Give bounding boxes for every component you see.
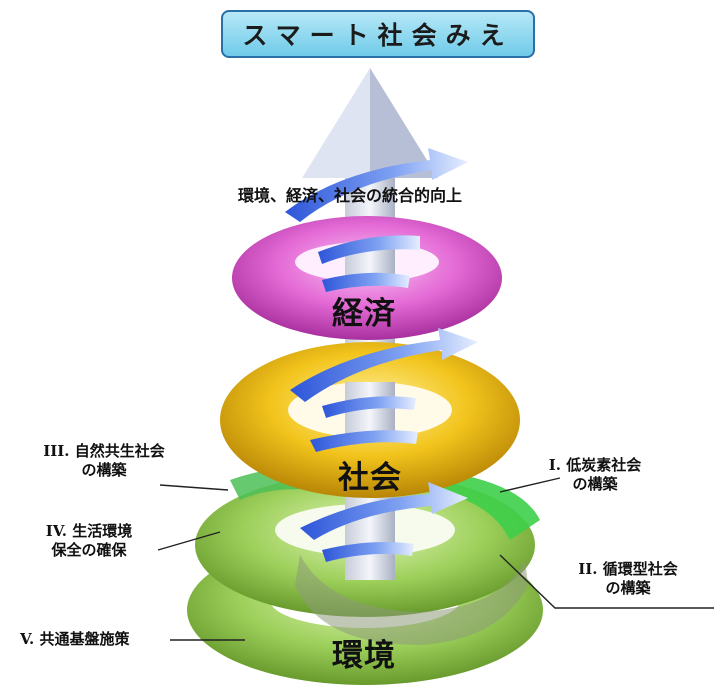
- pillar-4-label: IV. 生活環境 保全の確保: [14, 522, 164, 560]
- subtitle-label: 環境、経済、社会の統合的向上: [238, 186, 463, 205]
- leader-lines: [157, 477, 714, 641]
- pillar-2-line1: II. 循環型社会: [578, 560, 678, 578]
- society-label: 社会: [338, 460, 402, 496]
- economy-label: 経済: [332, 296, 396, 332]
- spiral-arrows: [285, 148, 478, 562]
- environment-label: 環境: [332, 638, 396, 674]
- pillar-1-label: I. 低炭素社会 の構築: [520, 456, 670, 494]
- pillar-4-line2: 保全の確保: [51, 540, 127, 559]
- pillar-1-line1: I. 低炭素社会: [548, 456, 642, 474]
- pillar-3-line2: の構築: [81, 460, 127, 479]
- page-title: スマート社会みえ: [242, 21, 514, 50]
- pillar-1-line2: の構築: [572, 474, 618, 493]
- pillar-5-label: V. 共通基盤施策: [20, 630, 130, 648]
- title-box: スマート社会みえ: [221, 10, 535, 58]
- pillar-3-line1: III. 自然共生社会: [43, 442, 165, 460]
- pillar-3-label: III. 自然共生社会 の構築: [14, 442, 194, 480]
- pillar-4-line1: IV. 生活環境: [45, 522, 133, 540]
- pillar-2-label: II. 循環型社会 の構築: [548, 560, 708, 598]
- pillar-2-line2: の構築: [605, 578, 651, 597]
